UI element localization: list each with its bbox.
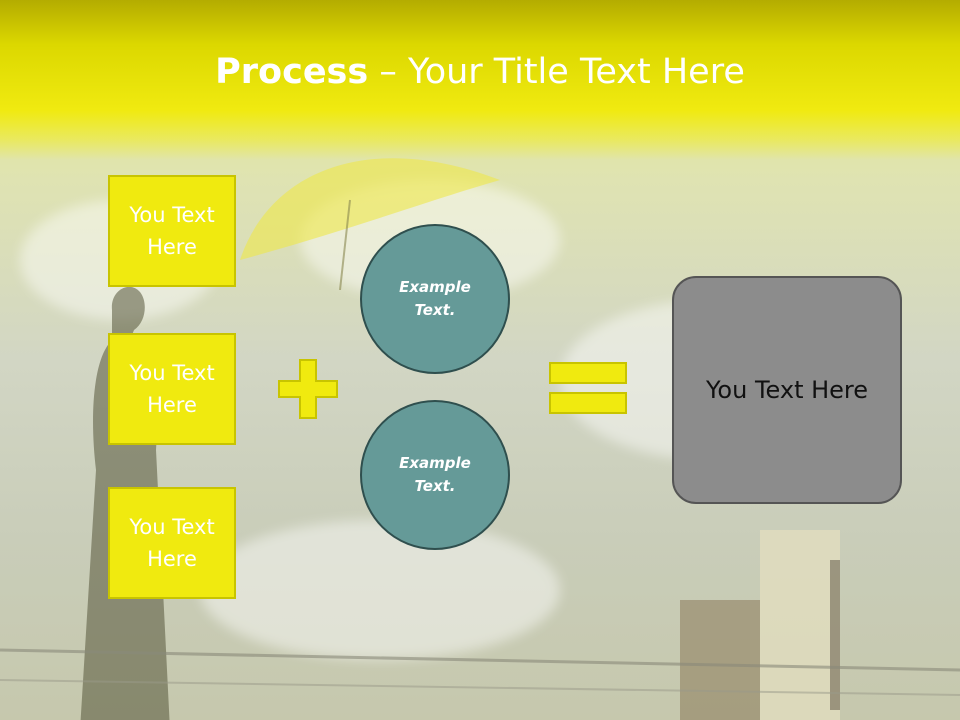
example-circle-2[interactable]: Example Text.: [360, 400, 510, 550]
equals-icon: [549, 362, 627, 414]
background-umbrella: [240, 158, 500, 290]
input-box-3[interactable]: You Text Here: [108, 487, 236, 599]
input-box-2[interactable]: You Text Here: [108, 333, 236, 445]
plus-icon: [278, 359, 338, 419]
title-band: [0, 0, 960, 160]
input-box-1[interactable]: You Text Here: [108, 175, 236, 287]
result-box[interactable]: You Text Here: [672, 276, 902, 504]
title-bold: Process: [215, 52, 369, 92]
circle-label: Example Text.: [399, 454, 471, 495]
slide-title: Process – Your Title Text Here: [0, 52, 960, 92]
background-cloud: [200, 520, 560, 660]
input-box-label: You Text Here: [129, 361, 215, 417]
input-box-label: You Text Here: [129, 515, 215, 571]
title-rest: – Your Title Text Here: [368, 52, 745, 92]
background-railing: [0, 648, 960, 696]
input-box-label: You Text Here: [129, 203, 215, 259]
result-box-label: You Text Here: [705, 376, 869, 404]
example-circle-1[interactable]: Example Text.: [360, 224, 510, 374]
circle-label: Example Text.: [399, 278, 471, 319]
background-building: [680, 530, 840, 720]
